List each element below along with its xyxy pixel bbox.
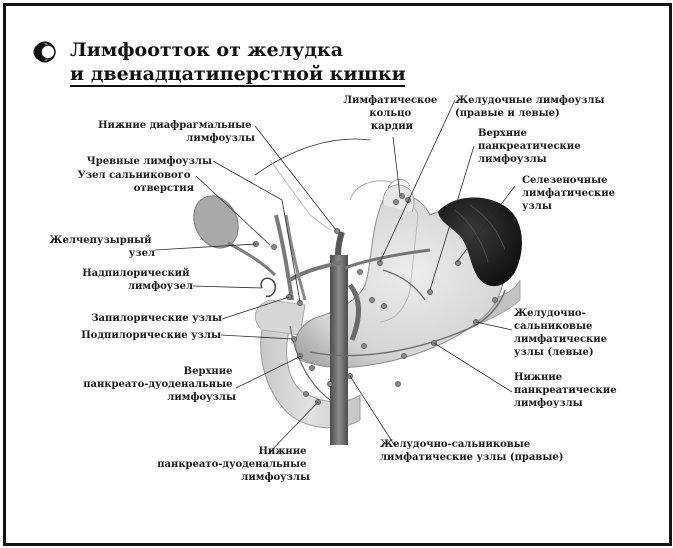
label-right-gastroomental: Желудочно-сальниковые лимфатические узлы…	[380, 439, 563, 463]
label-splenic: Селезеночные лимфатические узлы	[522, 175, 619, 212]
label-cystic: Желчепузырный узел	[49, 235, 155, 259]
gallbladder	[193, 195, 239, 249]
duodenum	[260, 319, 361, 429]
aorta	[330, 255, 348, 445]
label-cardia-ring: Лимфатическое кольцо кардии	[343, 95, 441, 132]
label-suprapyloric: Надпилорический лимфоузел	[82, 268, 193, 292]
label-subpyloric: Подпилорические узлы	[81, 330, 221, 341]
label-sup-pancreatic: Верхние панкреатические лимфоузлы	[478, 128, 584, 165]
label-inf-pancreatic: Нижние панкреатические лимфоузлы	[514, 372, 620, 409]
label-inf-pancreaticoduodenal: Нижние панкреато-дуоденальные лимфоузлы	[157, 446, 310, 483]
label-inferior-phrenic: Нижние диафрагмальные лимфоузлы	[98, 120, 255, 144]
labels: Нижние диафрагмальные лимфоузлы Чревные …	[49, 95, 620, 483]
title-line-1: Лимфоотток от желудка	[70, 39, 343, 61]
label-sup-pancreaticoduodenal: Верхние панкреато-дуоденальные лимфоузлы	[83, 366, 236, 403]
title-line-2: и двенадцатиперстной кишки	[70, 63, 406, 85]
half-moon-circle-icon	[33, 41, 56, 63]
label-retropyloric: Запилорические узлы	[91, 313, 222, 324]
diaphragm-outline	[254, 138, 371, 176]
label-omental-foramen: Узел сальникового отверстия	[78, 170, 195, 194]
leader-lines	[154, 99, 516, 455]
label-left-gastroomental: Желудочно- сальниковые лимфатические узл…	[514, 308, 611, 358]
label-celiac: Чревные лимфоузлы	[87, 156, 212, 167]
lymph-nodes	[253, 193, 498, 405]
label-gastric: Желудочные лимфоузлы (правые и левые)	[455, 95, 608, 119]
